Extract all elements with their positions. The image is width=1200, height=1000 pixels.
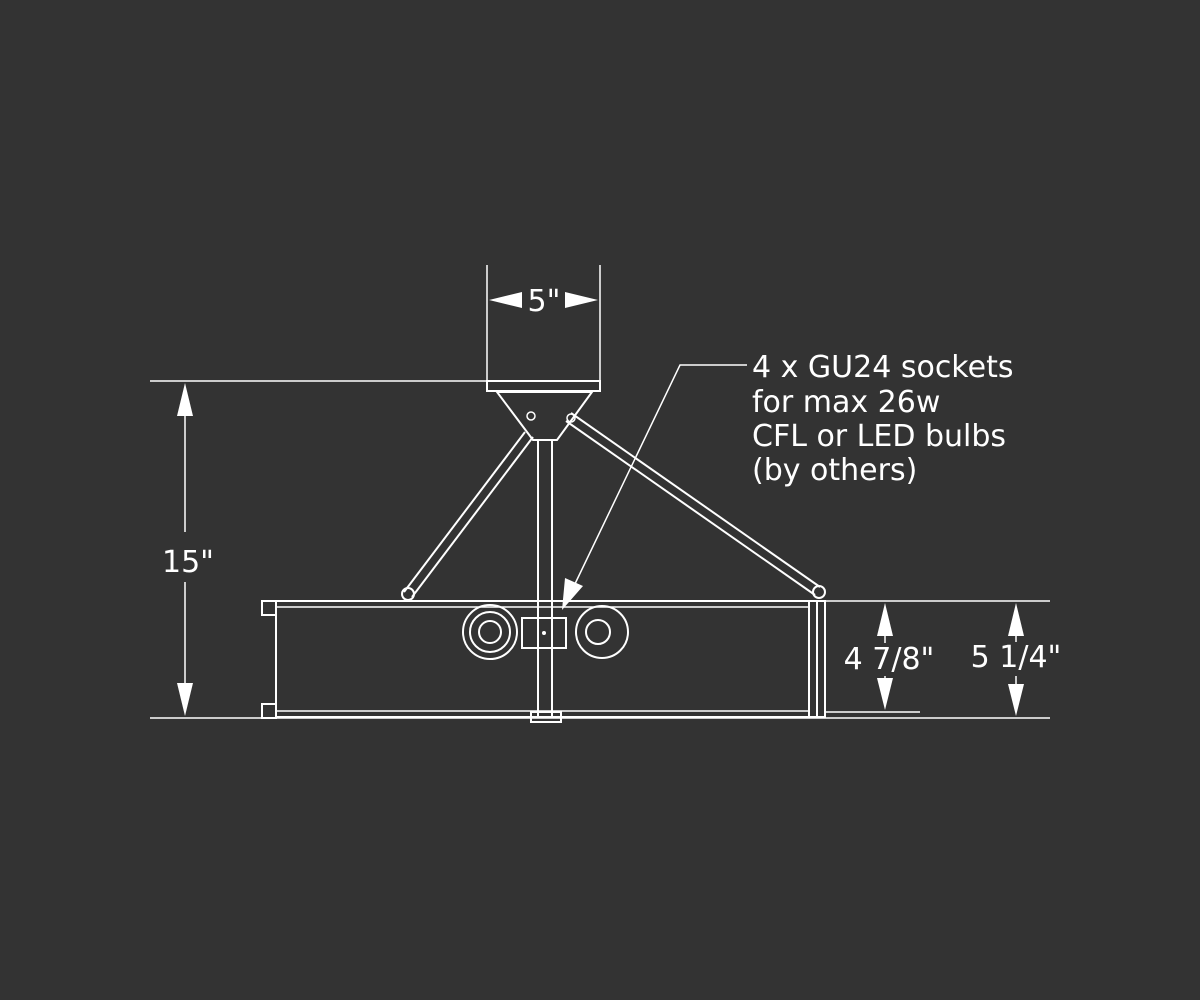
body-height-label: 4 7/8"	[844, 642, 935, 677]
callout-line-3: CFL or LED bulbs	[752, 419, 1006, 454]
center-stem	[537, 440, 553, 718]
socket-right-outer	[575, 605, 629, 659]
left-rod-edge-a	[403, 431, 526, 593]
leader-line	[572, 364, 747, 589]
junction-box-screw	[542, 631, 546, 635]
leader-arrow	[562, 578, 583, 610]
overall-body-arrow-down	[1008, 684, 1024, 716]
right-end-cap	[808, 600, 818, 718]
right-rod-edge-a	[570, 412, 821, 588]
right-end-cap-outer	[816, 600, 826, 718]
support-rods	[401, 412, 826, 601]
socket-left-outer	[462, 604, 518, 660]
left-rod-edge-b	[411, 436, 534, 598]
arrow-right	[565, 292, 598, 308]
overall-body-arrow-up	[1008, 603, 1024, 636]
canopy-screw-left	[526, 411, 536, 421]
canopy-width-dimension: 5"	[486, 265, 601, 382]
canopy-cone	[495, 391, 594, 441]
right-rod-edge-b	[565, 420, 816, 596]
canopy-plate	[486, 380, 601, 392]
callout-line-2: for max 26w	[752, 385, 940, 420]
canopy-width-label: 5"	[528, 284, 561, 319]
arrow-down	[177, 683, 193, 716]
socket-left-ring	[469, 611, 511, 653]
overall-height-label: 15"	[162, 545, 214, 580]
socket-right-inner	[585, 619, 611, 645]
socket-callout-leader	[562, 364, 747, 610]
callout-line-1: 4 x GU24 sockets	[752, 350, 1013, 385]
canopy	[486, 380, 601, 441]
body-arrow-up	[877, 603, 893, 636]
overall-body-height-dimension: 5 1/4"	[971, 603, 1062, 716]
fixture-body	[261, 600, 826, 723]
socket-left-inner	[478, 620, 502, 644]
overall-body-height-label: 5 1/4"	[971, 640, 1062, 675]
sockets	[462, 604, 629, 660]
arrow-left	[489, 292, 522, 308]
left-bottom-clip	[261, 703, 277, 719]
left-top-clip	[261, 600, 277, 616]
socket-junction-box	[521, 617, 567, 649]
bottom-finial	[530, 711, 562, 723]
socket-callout: 4 x GU24 sockets for max 26w CFL or LED …	[752, 350, 1013, 488]
arrow-up	[177, 383, 193, 416]
body-height-dimension: 4 7/8"	[825, 600, 1050, 713]
left-rod-mount	[401, 587, 415, 601]
callout-line-4: (by others)	[752, 453, 917, 488]
right-rod-mount	[812, 585, 826, 599]
body-arrow-down	[877, 678, 893, 710]
